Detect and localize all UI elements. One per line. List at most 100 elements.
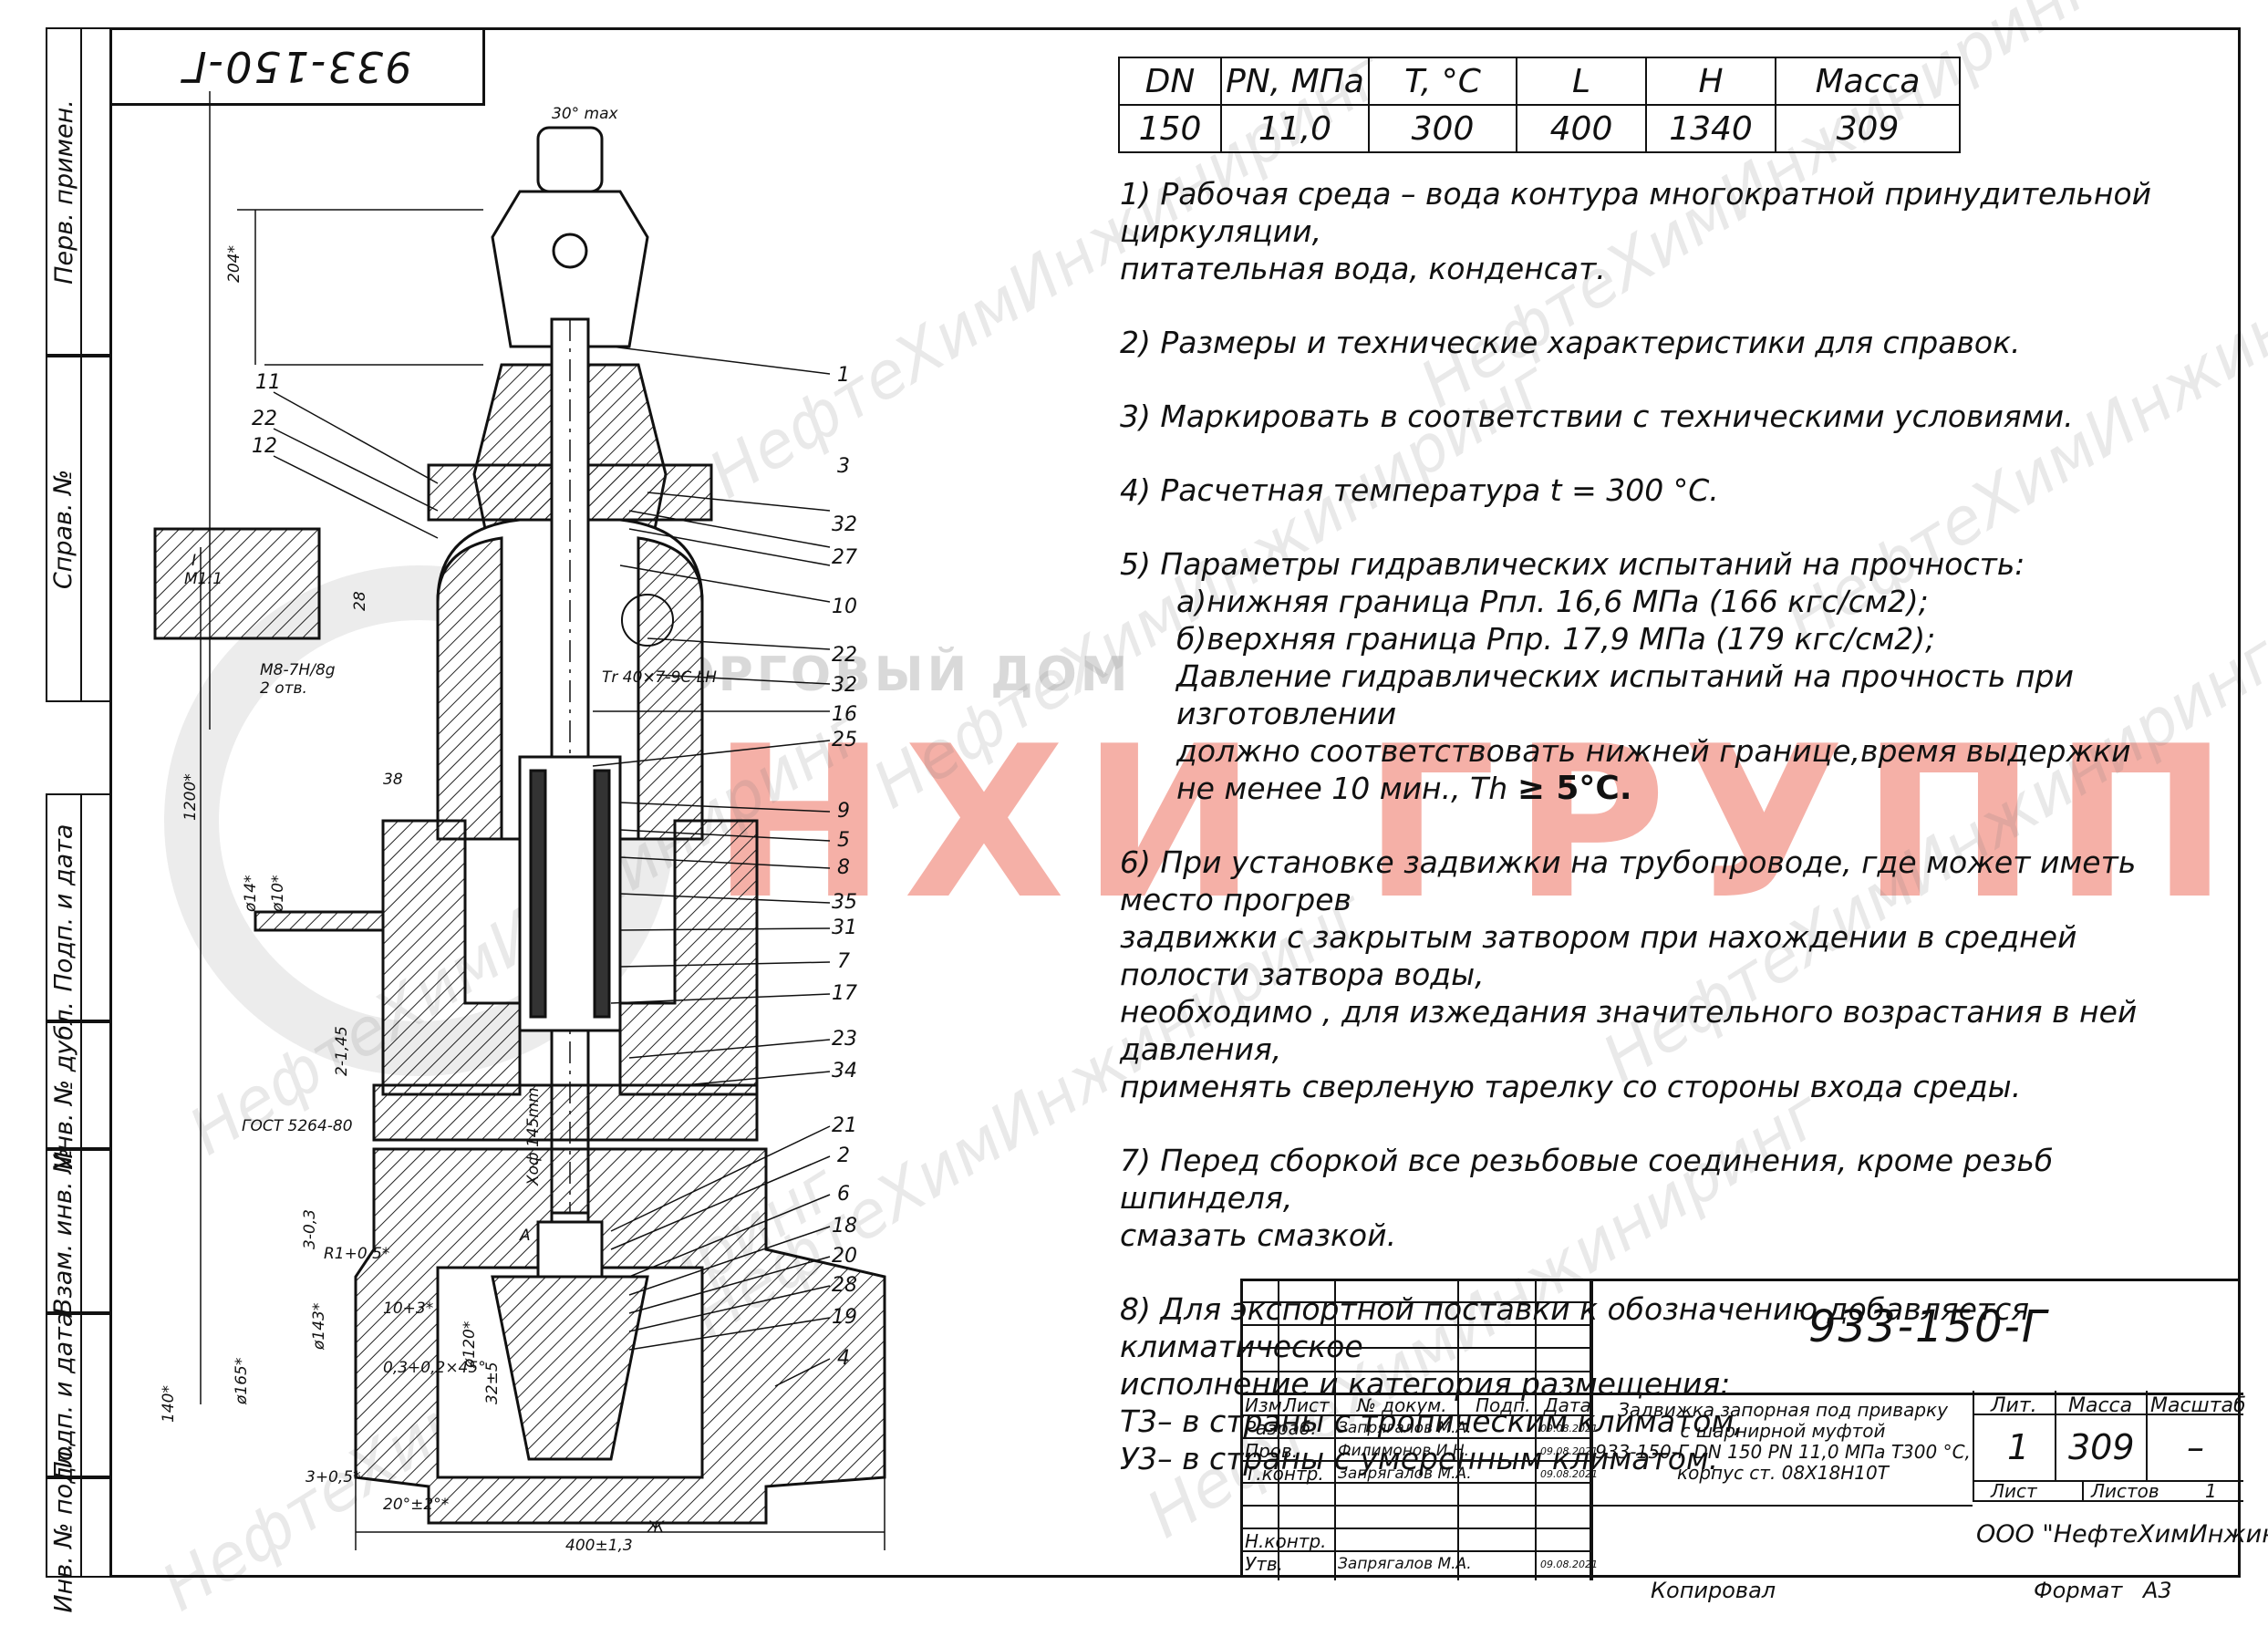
note-line: должно соответствовать нижней границе,вр… — [1176, 733, 2131, 769]
spec-table: DN PN, МПа T, °С L H Масса 150 11,0 300 … — [1118, 57, 1961, 153]
callout: 22 — [252, 408, 277, 430]
callout: 21 — [832, 1114, 857, 1137]
technical-notes: 1) Рабочая среда – вода контура многокра… — [1120, 175, 2214, 1477]
callout: 19 — [832, 1306, 857, 1329]
spec-value: 400 — [1516, 104, 1647, 153]
note-line: Давление гидравлических испытаний на про… — [1176, 658, 2074, 731]
dim-label: М8-7Н/8g — [260, 661, 336, 679]
callout: 23 — [832, 1028, 857, 1051]
spec-value: 1340 — [1645, 104, 1776, 153]
watermark-trade-house: ТОРГОВЫЙ ДОМ — [638, 647, 1132, 702]
dim-label: R1+0,5* — [324, 1245, 389, 1263]
tb-scale-value: – — [2187, 1427, 2204, 1467]
callout: 8 — [837, 856, 850, 879]
note-line: 7) Перед сборкой все резьбовые соединени… — [1120, 1143, 2054, 1216]
callout: 3 — [837, 455, 850, 478]
spec-header-row: DN PN, МПа T, °С L H Масса — [1118, 57, 1961, 106]
dim-label: ø10* — [269, 875, 287, 913]
note-line: применять сверленую тарелку со стороны в… — [1120, 1069, 2022, 1104]
tb-mass-label: Масса — [2068, 1394, 2133, 1417]
tb-date: 09.08.2021 — [1540, 1559, 1598, 1570]
format-value: А3 — [2143, 1578, 2172, 1603]
dim-label: 400±1,3 — [565, 1537, 633, 1555]
dim-label: 3-0,3 — [301, 1209, 319, 1249]
spec-header: L — [1516, 57, 1647, 106]
dim-label: 140* — [160, 1385, 178, 1423]
spec-header: T, °С — [1368, 57, 1517, 106]
note-line: задвижки с закрытым затвором при нахожде… — [1120, 919, 2077, 992]
callout: 22 — [832, 644, 857, 667]
note-line: 5) Параметры гидравлических испытаний на… — [1120, 546, 2025, 582]
sidebar-cell: Подп. и дата — [46, 793, 109, 1021]
note-line: У3– в страны с умеренным климатом. — [1120, 1441, 1719, 1476]
dim-label: ø14* — [242, 875, 260, 913]
note-line: Т3– в страны с тропическим климатом, — [1120, 1403, 1744, 1439]
spec-header: DN — [1118, 57, 1222, 106]
sidebar-label: Взам. инв. № — [49, 1147, 78, 1315]
callout: 18 — [832, 1215, 857, 1238]
note-line: а)нижняя граница Рпл. 16,6 МПа (166 кгс/… — [1176, 584, 1929, 619]
dim-label: 204* — [225, 245, 243, 283]
tb-name: Запрягалов М.А. — [1338, 1419, 1472, 1437]
tb-date: 09.08.2021 — [1540, 1445, 1598, 1457]
spec-header: Масса — [1775, 57, 1961, 106]
tb-company: ООО "НефтеХимИнжиниринг" — [1976, 1520, 2268, 1548]
note-line: 1) Рабочая среда – вода контура многокра… — [1120, 176, 2152, 249]
sidebar-label: Справ. № — [49, 469, 78, 589]
tb-name: Запрягалов М.А. — [1338, 1555, 1472, 1573]
dim-label: Ж — [647, 1518, 665, 1537]
tb-name: Запрягалов М.А. — [1338, 1465, 1472, 1483]
tb-product-name: Задвижка запорная под приварку с шарнирн… — [1593, 1400, 1973, 1484]
callout: 25 — [832, 729, 857, 751]
note-line: 2) Размеры и технические характеристики … — [1120, 325, 2021, 360]
dim-label: 20°±2°* — [383, 1496, 449, 1514]
tb-name-line: Задвижка запорная под приварку — [1618, 1399, 1948, 1421]
dim-label: Хоф 145mm — [524, 1087, 543, 1186]
dim-label: 10+3* — [383, 1300, 433, 1318]
tb-col-header: Подп. — [1476, 1394, 1531, 1416]
callout: 17 — [832, 982, 857, 1005]
tb-date: 09.08.2021 — [1540, 1468, 1598, 1480]
spec-value-row: 150 11,0 300 400 1340 309 — [1118, 104, 1961, 153]
tb-mass-value: 309 — [2068, 1427, 2135, 1467]
sidebar-label: Инв. № дубл. — [49, 1000, 78, 1170]
dim-label: ø143* — [310, 1303, 328, 1351]
dim-label: Тr 40×7-9С LH — [602, 668, 717, 687]
format-label: Формат — [2034, 1578, 2123, 1603]
tb-sheet-label: Лист — [1991, 1480, 2037, 1502]
sidebar-cell: Инв. № подл. — [46, 1443, 109, 1612]
tb-name-line: 933-150-Г DN 150 PN 11,0 МПа Т300 °С, — [1595, 1441, 1971, 1463]
callout: 32 — [832, 674, 857, 697]
sidebar-label: Перв. примен. — [49, 98, 78, 285]
sidebar-cell: Справ. № — [46, 356, 109, 702]
callout: 4 — [837, 1347, 850, 1370]
tb-col-header: Изм. — [1245, 1394, 1289, 1416]
callout: 7 — [837, 950, 850, 973]
tb-designation: 933-150-Г — [1808, 1301, 2048, 1352]
valve-drawing: 1 3 32 27 10 22 32 16 25 9 5 8 35 31 7 1… — [153, 91, 886, 1555]
dim-label: I — [192, 552, 196, 570]
callout: 10 — [832, 596, 857, 618]
callout: 35 — [832, 891, 857, 914]
sidebar-cell: Перв. примен. — [46, 27, 109, 356]
callout: 31 — [832, 917, 857, 939]
spec-header: PN, МПа — [1220, 57, 1370, 106]
copied-label: Копировал — [1651, 1578, 1776, 1603]
dim-label: 28 — [351, 591, 369, 611]
spec-header: H — [1645, 57, 1776, 106]
callout: 20 — [832, 1245, 857, 1268]
tb-name-line: с шарнирной муфтой — [1680, 1420, 1886, 1442]
tb-lit-label: Лит. — [1991, 1394, 2037, 1417]
dim-label: 38 — [383, 771, 403, 789]
sidebar-cell: Подп. и дата — [46, 1311, 109, 1479]
callout: 27 — [832, 546, 857, 569]
spec-value: 150 — [1118, 104, 1222, 153]
dim-label: ГОСТ 5264-80 — [242, 1117, 353, 1135]
sidebar-cell: Инв. № дубл. — [46, 1001, 109, 1169]
note-line: б)верхняя граница Рпр. 17,9 МПа (179 кгс… — [1176, 621, 1936, 657]
tb-role: Пров. — [1245, 1440, 1299, 1462]
note-line: 6) При установке задвижки на трубопровод… — [1120, 844, 2137, 917]
tb-role: Разраб. — [1245, 1417, 1317, 1439]
callout: 6 — [837, 1183, 850, 1206]
tb-sheets-value: 1 — [2205, 1480, 2217, 1502]
